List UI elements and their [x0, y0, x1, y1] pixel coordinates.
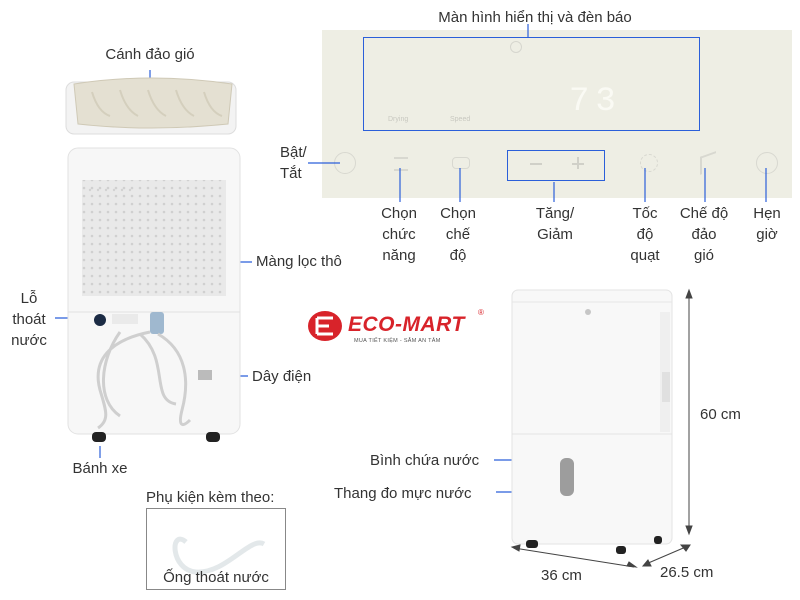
updown-buttons-highlight: [507, 150, 605, 181]
brand-slogan: MUA TIẾT KIỆM - SẮM AN TÂM: [354, 338, 441, 344]
indicator-icon: [510, 41, 522, 53]
wheel-label: Bánh xe: [72, 460, 128, 477]
height-label: 60 cm: [700, 406, 741, 423]
mode-label-2: chế: [445, 226, 471, 243]
drain-hole: [94, 314, 106, 326]
fan-label-1: Tốc: [632, 205, 658, 222]
mode-label-1: Chọn: [440, 205, 476, 222]
timer-label-2: giờ: [756, 226, 778, 243]
depth-label: 26.5 cm: [660, 564, 714, 581]
display-label: Màn hình hiển thị và đèn báo: [438, 9, 632, 26]
brand-registered: ®: [478, 308, 484, 317]
updown-label-2: Giảm: [537, 226, 573, 243]
air-vane: [65, 77, 237, 135]
timer-button[interactable]: [756, 152, 778, 174]
display-tag-left: Drying: [388, 116, 409, 123]
function-button-icon[interactable]: [394, 157, 408, 171]
eco-mart-logo: [308, 311, 342, 341]
accessory-title: Phụ kiện kèm theo:: [146, 489, 275, 506]
gauge-label: Thang đo mực nước: [334, 485, 472, 502]
drain-label-2: thoát: [12, 311, 46, 328]
accessory-box: Ống thoát nước: [146, 508, 286, 590]
front-body: [511, 289, 673, 554]
plus-icon[interactable]: [572, 157, 584, 169]
mode-button-icon[interactable]: [452, 157, 470, 169]
filter-label: Màng lọc thô: [256, 253, 342, 270]
power-label-2: Tắt: [280, 165, 302, 182]
hose-drawing: [172, 536, 266, 575]
vane-label: Cánh đảo gió: [105, 46, 195, 63]
dimension-lines: [510, 288, 693, 568]
rear-body: [67, 147, 241, 442]
drain-label-3: nước: [11, 332, 47, 349]
updown-label-1: Tăng/: [535, 205, 575, 222]
cord-label: Dây điện: [252, 368, 312, 385]
function-label-3: năng: [382, 247, 416, 264]
drain-label-1: Lỗ: [20, 290, 38, 307]
water-gauge-window: [560, 458, 574, 496]
function-label-2: chức: [382, 226, 416, 243]
function-label-1: Chọn: [381, 205, 417, 222]
mode-label-3: độ: [449, 247, 467, 264]
swing-label-3: gió: [693, 247, 715, 264]
swing-label-1: Chế độ: [679, 205, 729, 222]
hose-label: Ống thoát nước: [163, 569, 269, 586]
tank-label: Bình chứa nước: [370, 452, 480, 469]
display-tag-right: Speed: [450, 116, 471, 123]
timer-label-1: Hẹn: [753, 205, 781, 222]
minus-icon[interactable]: [530, 163, 542, 165]
brand-name: ECO-MART: [348, 313, 465, 336]
swing-label-2: đảo: [691, 226, 717, 243]
width-label: 36 cm: [541, 567, 582, 584]
display-digits: 73: [569, 83, 622, 121]
fan-label-3: quạt: [630, 247, 660, 264]
display-screen-highlight: 73 Drying Speed: [363, 37, 700, 131]
power-label-1: Bật/: [280, 144, 307, 161]
fan-speed-icon[interactable]: [640, 154, 658, 172]
fan-label-2: độ: [636, 226, 654, 243]
